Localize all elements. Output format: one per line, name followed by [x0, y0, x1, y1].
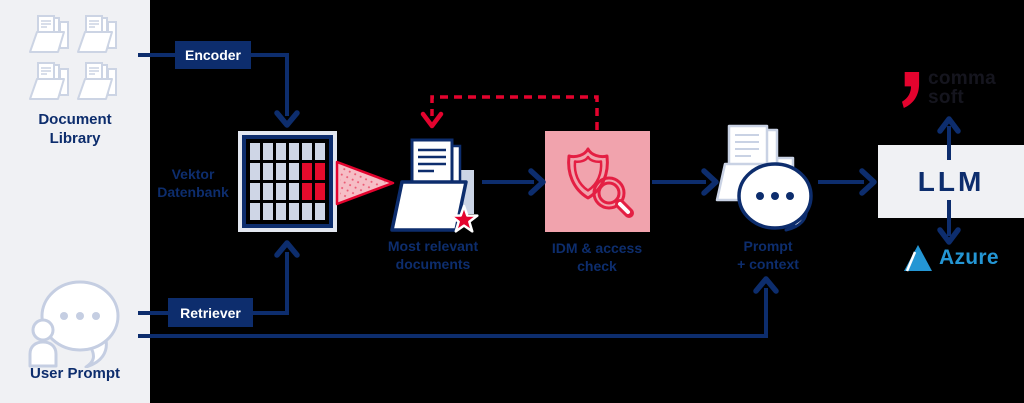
arrowhead-up-vectordb: [274, 240, 300, 258]
vector-cell: [289, 143, 299, 160]
vector-grid: [242, 135, 333, 228]
vector-cell: [263, 143, 273, 160]
llm-box: LLM: [878, 145, 1024, 218]
arrowhead-right-idm: [528, 168, 546, 196]
retriever-label: Retriever: [180, 304, 241, 321]
folder-doc-icon: [77, 15, 117, 53]
llm-label: LLM: [917, 165, 985, 197]
vector-cell: [315, 203, 325, 220]
vector-cell: [250, 203, 260, 220]
vector-cell: [276, 163, 286, 180]
folder-doc-icon: [77, 62, 117, 100]
arrowhead-up-promptcontext: [753, 276, 779, 294]
vector-cell: [276, 143, 286, 160]
comma-icon: [902, 72, 920, 108]
retrieval-fan-icon: [335, 160, 395, 206]
vector-cell: [289, 163, 299, 180]
vector-cell: [315, 143, 325, 160]
azure-logo: Azure: [903, 244, 999, 272]
vector-cell: [315, 163, 325, 180]
vector-cell: [289, 203, 299, 220]
vector-database: [238, 131, 337, 232]
arrowhead-down-vectordb: [274, 110, 300, 128]
vector-cell: [250, 143, 260, 160]
arrowhead-down-documents-red: [420, 111, 444, 129]
azure-wordmark: Azure: [939, 246, 999, 269]
vektor-datenbank-label: Vektor Datenbank: [157, 166, 229, 200]
vector-cell: [302, 163, 312, 180]
vector-cell: [302, 143, 312, 160]
star-icon: [449, 204, 479, 233]
azure-triangle-icon: [904, 245, 932, 272]
vector-cell: [250, 183, 260, 200]
arrowhead-right-llm: [859, 168, 877, 196]
idm-access-check-box: [545, 131, 650, 232]
shield-search-icon: [566, 147, 634, 218]
relevant-documents-icon: [390, 138, 479, 233]
vector-cell: [315, 183, 325, 200]
vector-cell: [250, 163, 260, 180]
vector-cell: [263, 203, 273, 220]
prompt-context-icon: [715, 124, 813, 232]
encoder-label: Encoder: [184, 47, 241, 63]
vector-cell: [276, 203, 286, 220]
document-library-label: Document Library: [38, 111, 112, 148]
line-retriever-to-vectordb: [252, 252, 289, 315]
user-prompt-chat-icon: [28, 280, 120, 368]
arrowhead-up-commasoft: [937, 116, 961, 134]
folder-doc-icon: [29, 62, 69, 100]
folder-doc-icon: [29, 15, 69, 53]
vector-cell: [302, 183, 312, 200]
prompt-context-label: Prompt + context: [737, 238, 799, 272]
vector-cell: [276, 183, 286, 200]
vector-cell: [263, 163, 273, 180]
vector-cell: [289, 183, 299, 200]
vector-cell: [263, 183, 273, 200]
idm-access-check-label: IDM & access check: [551, 240, 643, 274]
vector-cell: [302, 203, 312, 220]
arrowhead-down-azure: [937, 227, 961, 245]
commasoft-wordmark: comma soft: [928, 68, 997, 108]
retriever-node: Retriever: [168, 298, 253, 327]
dashed-line-idm-to-documents: [430, 95, 599, 130]
user-prompt-label: User Prompt: [29, 365, 121, 382]
line-encoder-to-vectordb: [251, 53, 289, 116]
commasoft-logo: comma soft: [902, 68, 997, 110]
encoder-node: Encoder: [175, 41, 251, 69]
most-relevant-label: Most relevant documents: [387, 238, 479, 272]
